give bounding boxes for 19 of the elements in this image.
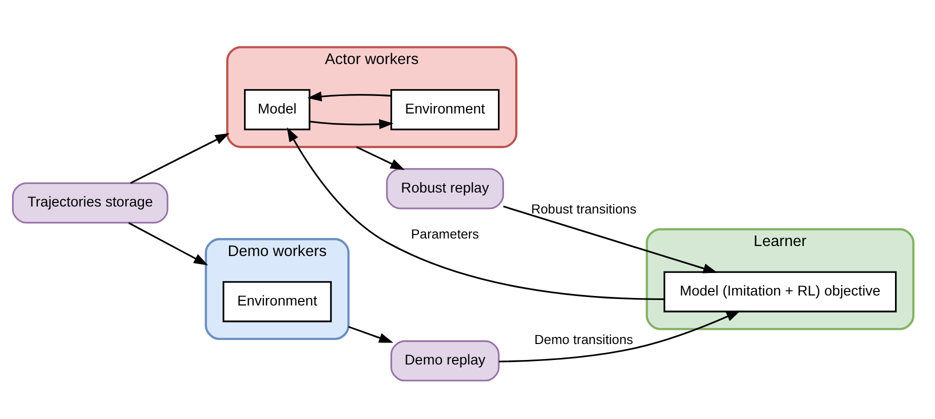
arrow [498, 310, 741, 362]
node-box: Robust replay [386, 168, 504, 210]
edge-label: Robust transitions [531, 201, 636, 216]
node-box: Model [244, 89, 310, 130]
node-box: Model (Imitation + RL) objective [664, 271, 897, 312]
edge-label: Demo transitions [534, 332, 634, 347]
arrow [128, 222, 208, 266]
arrow [130, 133, 230, 184]
arrow [503, 206, 718, 274]
arrow [310, 119, 394, 130]
arrow [356, 146, 405, 170]
arrow [286, 127, 664, 300]
arrow [348, 326, 394, 343]
node-box: Environment [390, 89, 500, 130]
node-box: Trajectories storage [12, 182, 168, 224]
arrow [307, 92, 392, 102]
node-box: Environment [222, 281, 332, 322]
edge-label: Parameters [411, 226, 480, 242]
node-box: Demo replay [390, 340, 500, 382]
